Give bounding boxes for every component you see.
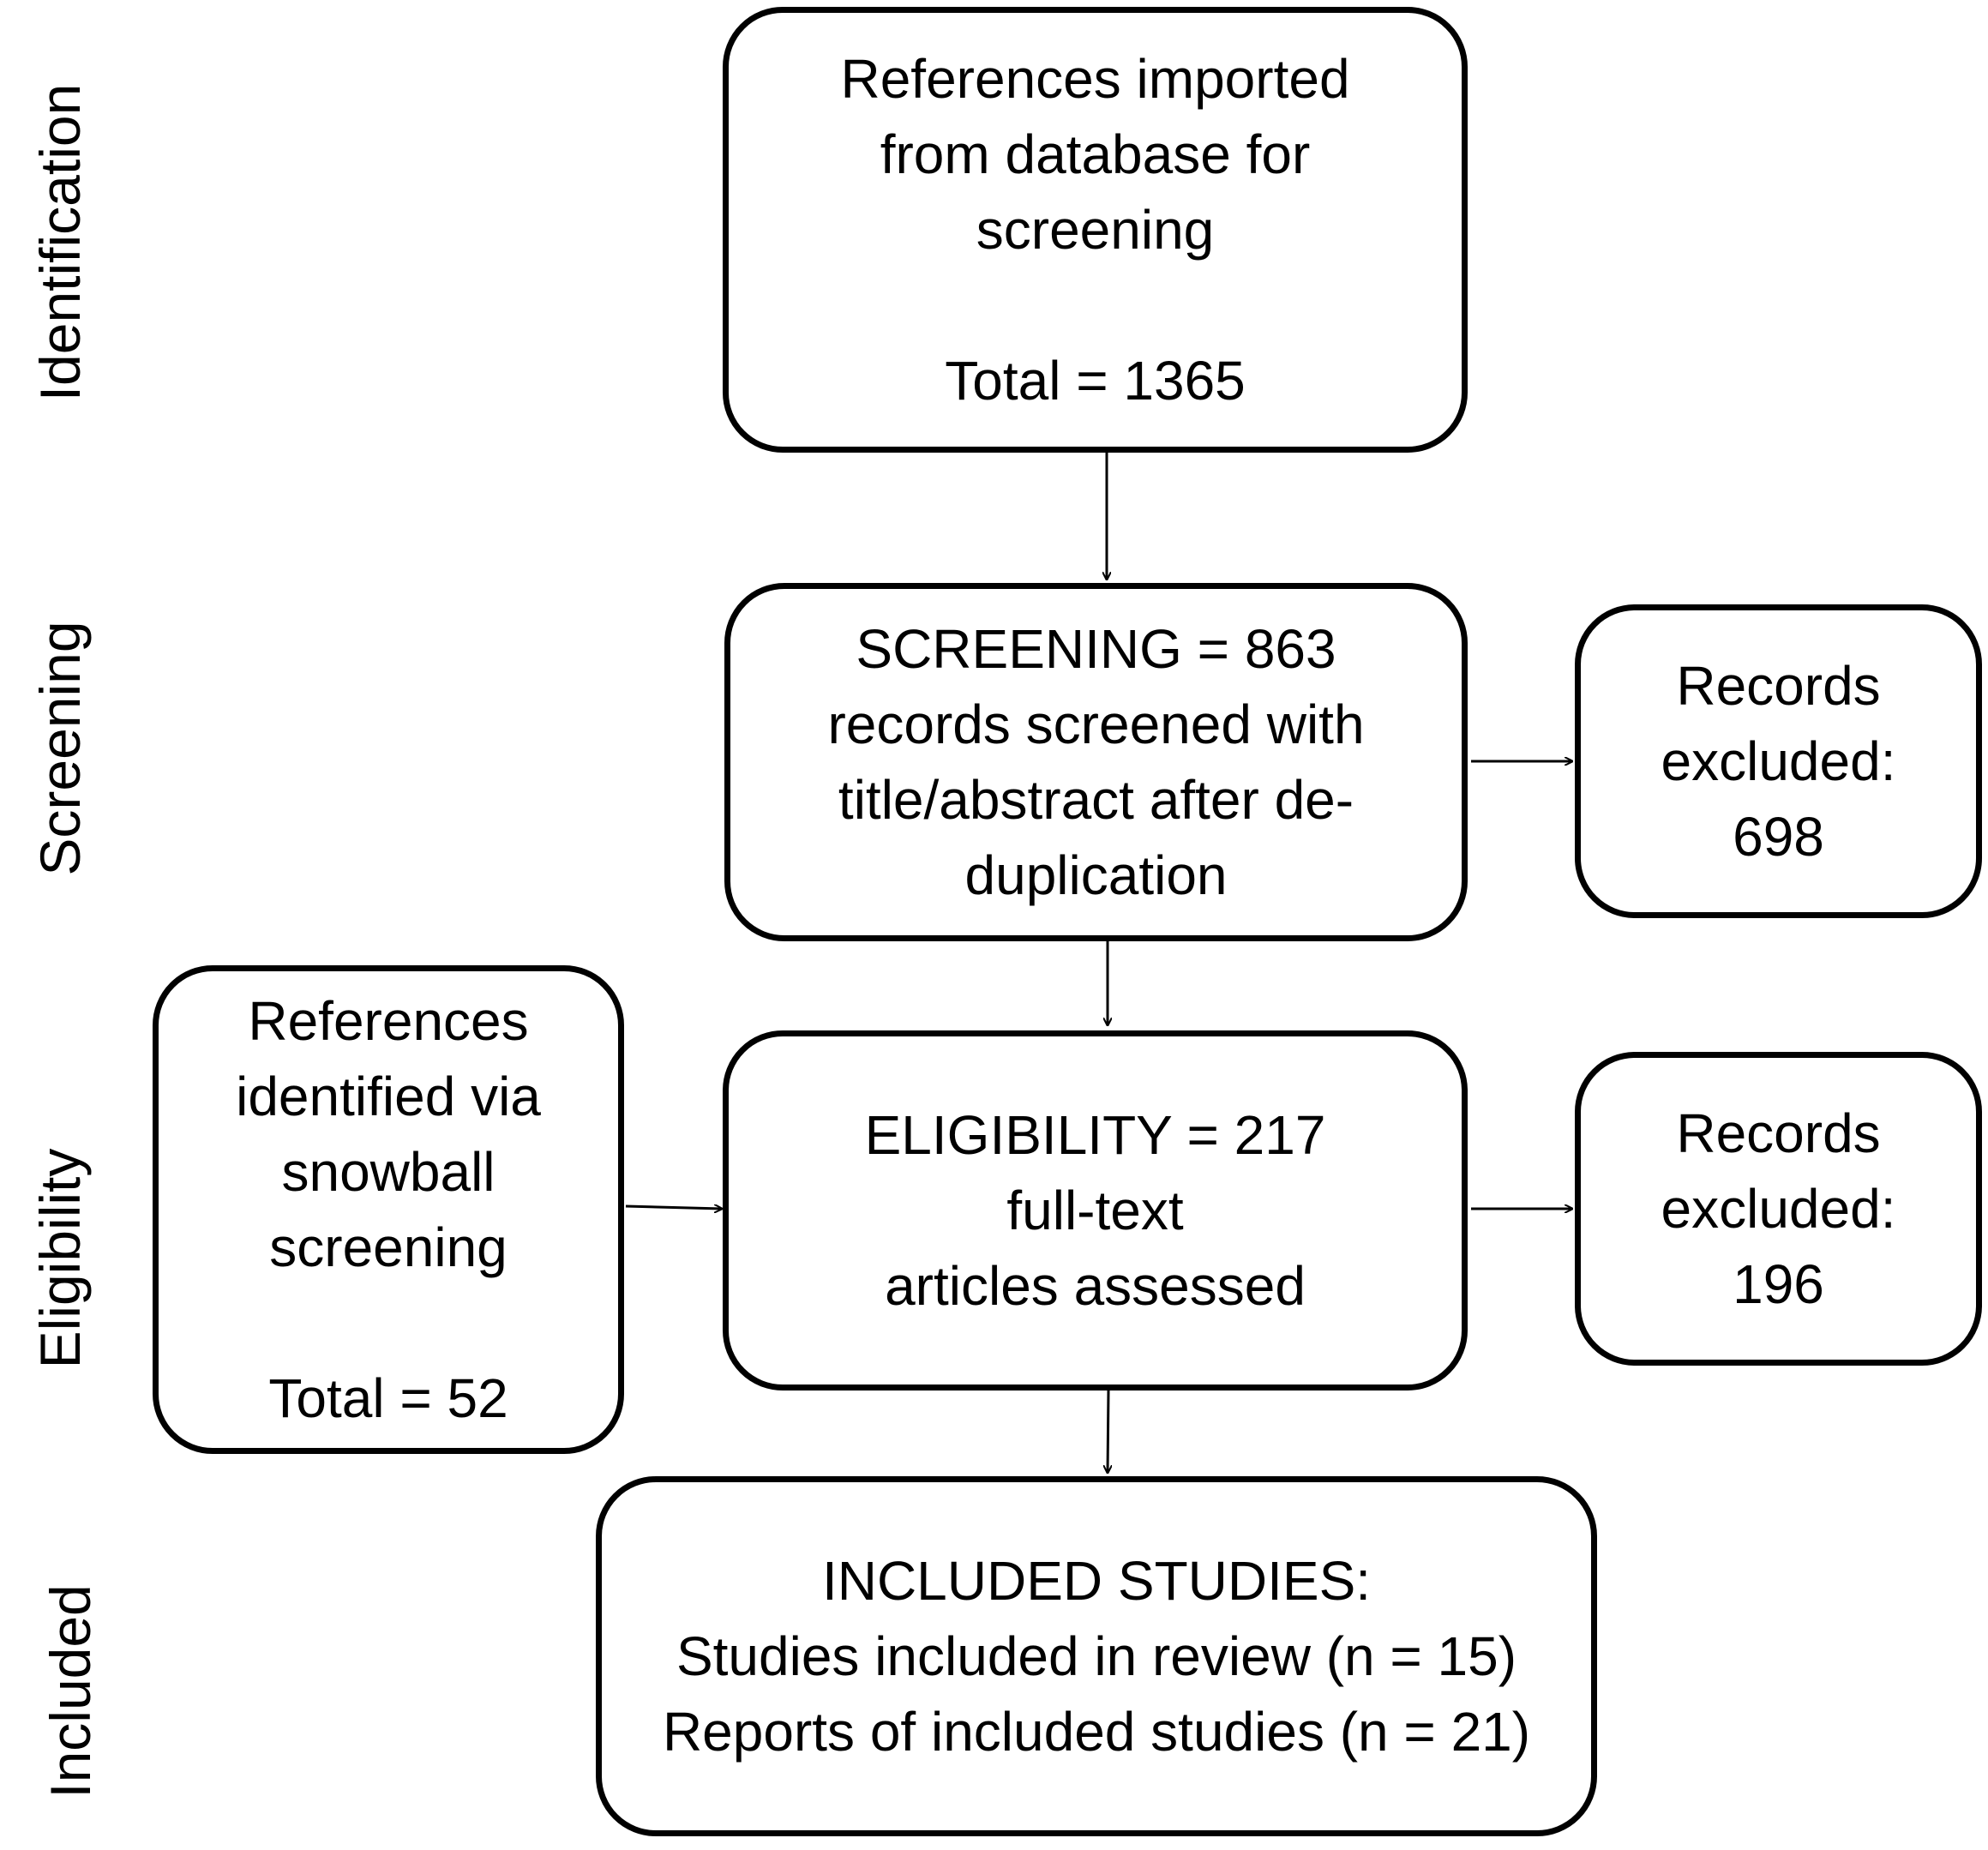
identification-total: Total = 1365 xyxy=(945,350,1246,411)
eligibility-excluded-line-1: Records xyxy=(1676,1102,1881,1164)
identification-line-1: References imported xyxy=(840,48,1350,110)
identification-line-2: from database for xyxy=(880,123,1311,185)
eligibility-line-2: full-text xyxy=(1006,1180,1184,1241)
identification-line-3: screening xyxy=(976,199,1215,261)
snowball-total: Total = 52 xyxy=(268,1367,508,1429)
snowball-line-4: screening xyxy=(269,1216,508,1278)
snowball-box: References identified via snowball scree… xyxy=(153,965,624,1454)
screening-line-2: records screened with xyxy=(827,694,1365,755)
eligibility-excluded-count: 196 xyxy=(1733,1253,1824,1315)
arrow-snowball-to-eligibility xyxy=(625,1206,722,1209)
stage-label-identification: Identification xyxy=(28,83,92,402)
eligibility-box: ELIGIBILITY = 217 full-text articles ass… xyxy=(723,1030,1468,1391)
included-box: INCLUDED STUDIES: Studies included in re… xyxy=(596,1476,1597,1836)
snowball-line-1: References xyxy=(248,990,529,1052)
screening-line-4: duplication xyxy=(964,844,1228,906)
included-line-2: Studies included in review (n = 15) xyxy=(676,1625,1517,1687)
identification-box: References imported from database for sc… xyxy=(723,7,1468,453)
snowball-line-2: identified via xyxy=(236,1066,541,1127)
eligibility-line-1: ELIGIBILITY = 217 xyxy=(864,1104,1326,1166)
included-line-1: INCLUDED STUDIES: xyxy=(821,1550,1372,1612)
screening-excluded-box: Records excluded: 698 xyxy=(1575,604,1982,918)
eligibility-excluded-box: Records excluded: 196 xyxy=(1575,1052,1982,1366)
stage-label-eligibility: Eligibility xyxy=(28,1148,92,1369)
stage-label-included: Included xyxy=(39,1584,102,1799)
screening-excluded-count: 698 xyxy=(1733,806,1824,868)
screening-line-3: title/abstract after de- xyxy=(838,769,1354,831)
snowball-line-3: snowball xyxy=(281,1141,495,1203)
eligibility-excluded-line-2: excluded: xyxy=(1661,1178,1896,1240)
screening-line-1: SCREENING = 863 xyxy=(856,618,1336,680)
screening-box: SCREENING = 863 records screened with ti… xyxy=(724,583,1468,941)
screening-excluded-line-2: excluded: xyxy=(1661,730,1896,792)
stage-label-screening: Screening xyxy=(28,621,92,876)
screening-excluded-line-1: Records xyxy=(1676,655,1881,717)
included-line-3: Reports of included studies (n = 21) xyxy=(662,1701,1531,1763)
eligibility-line-3: articles assessed xyxy=(885,1255,1306,1317)
